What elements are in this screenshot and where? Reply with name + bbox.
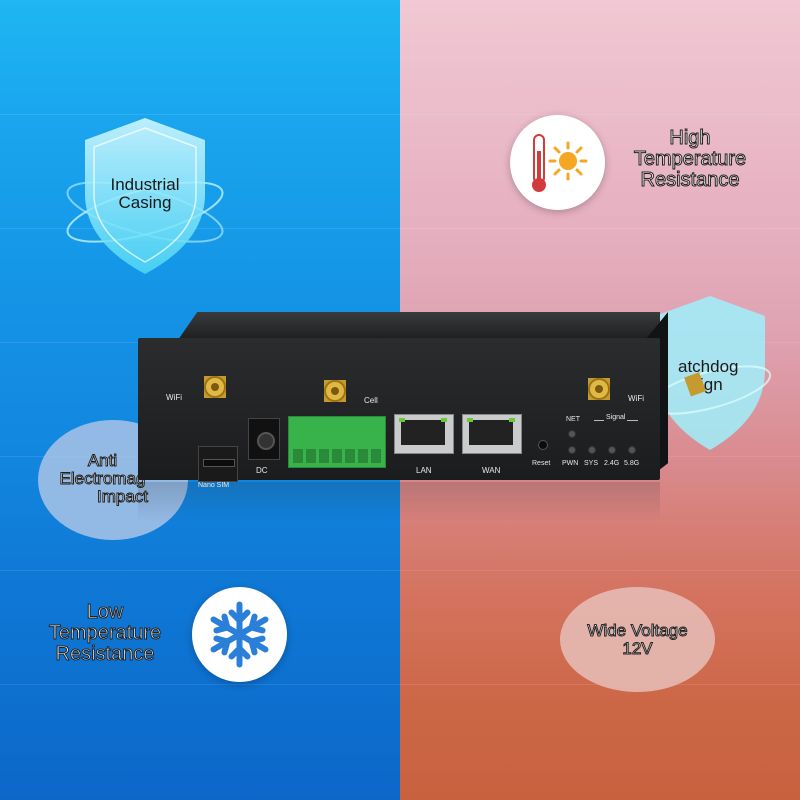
wifi-right-label: WiFi xyxy=(628,394,644,403)
shield-icon xyxy=(66,118,224,274)
band-line xyxy=(0,228,800,229)
router-reflection xyxy=(138,482,660,522)
dc-jack[interactable] xyxy=(248,418,280,460)
pwn-label: PWN xyxy=(562,460,579,467)
feature-label: Anti xyxy=(87,451,118,470)
high-temp-badge xyxy=(510,115,605,210)
sim-slot[interactable] xyxy=(198,446,238,482)
snowflake-icon xyxy=(210,601,269,668)
cell-label: Cell xyxy=(364,396,378,405)
feature-label: Impact xyxy=(96,486,149,506)
sim-label: Nano SIM xyxy=(198,482,230,489)
net-led xyxy=(568,430,576,438)
dc-label: DC xyxy=(256,466,268,475)
feature-label: Electromag xyxy=(59,468,146,488)
feature-label: High xyxy=(669,127,711,149)
antenna-icon xyxy=(204,376,226,398)
band-line xyxy=(0,114,800,115)
router-top-panel xyxy=(178,312,660,340)
feature-label: Temperature xyxy=(633,148,747,170)
feature-wide-voltage: Wide Voltage 12V xyxy=(565,621,710,658)
led-2-4g xyxy=(608,446,616,454)
feature-label: 12V xyxy=(622,638,653,658)
antenna-icon xyxy=(588,378,610,400)
wan-label: WAN xyxy=(482,466,501,475)
sun-icon xyxy=(548,141,588,181)
feature-high-temperature: High Temperature Resistance xyxy=(610,127,770,191)
pwn-led xyxy=(568,446,576,454)
reset-label: Reset xyxy=(532,460,551,467)
sys-led xyxy=(588,446,596,454)
net-label: NET xyxy=(566,416,580,423)
feature-label: Industrial xyxy=(110,175,180,194)
feature-label: Wide Voltage xyxy=(587,621,688,640)
lan-port[interactable] xyxy=(394,414,454,454)
router-front-panel: WiFi Cell WiFi Nano SIM DC LAN xyxy=(138,338,706,489)
wifi-left-label: WiFi xyxy=(166,393,182,402)
lan-label: LAN xyxy=(416,466,432,475)
feature-label: ign xyxy=(700,374,723,394)
feature-label: Casing xyxy=(118,192,172,212)
feature-watchdog: atchdog ign xyxy=(678,358,768,394)
band-line xyxy=(0,570,800,571)
feature-industrial-casing: Industrial Casing xyxy=(95,176,195,212)
signal-label: Signal xyxy=(604,414,628,421)
wide-voltage-bubble xyxy=(560,587,715,692)
antenna-icon xyxy=(684,372,706,397)
feature-label: atchdog xyxy=(678,357,739,376)
feature-label: Resistance xyxy=(640,169,740,191)
thermometer-icon xyxy=(532,134,546,192)
band-line xyxy=(0,684,800,685)
reset-button[interactable] xyxy=(538,440,548,450)
antenna-icon xyxy=(324,380,346,402)
wan-port[interactable] xyxy=(462,414,522,454)
router-device: WiFi Cell WiFi Nano SIM DC LAN xyxy=(138,312,706,489)
feature-label: Temperature xyxy=(48,622,162,644)
feature-label: Resistance xyxy=(55,643,155,665)
low-temp-badge xyxy=(192,587,287,682)
label-5-8g: 5.8G xyxy=(624,460,640,467)
feature-label: Low xyxy=(86,601,124,623)
feature-low-temperature: Low Temperature Resistance xyxy=(35,601,175,665)
sys-label: SYS xyxy=(584,460,599,467)
terminal-block[interactable] xyxy=(288,416,386,468)
label-2-4g: 2.4G xyxy=(604,460,620,467)
feature-anti-em: Anti Electromag Impact xyxy=(40,451,165,506)
led-5-8g xyxy=(628,446,636,454)
